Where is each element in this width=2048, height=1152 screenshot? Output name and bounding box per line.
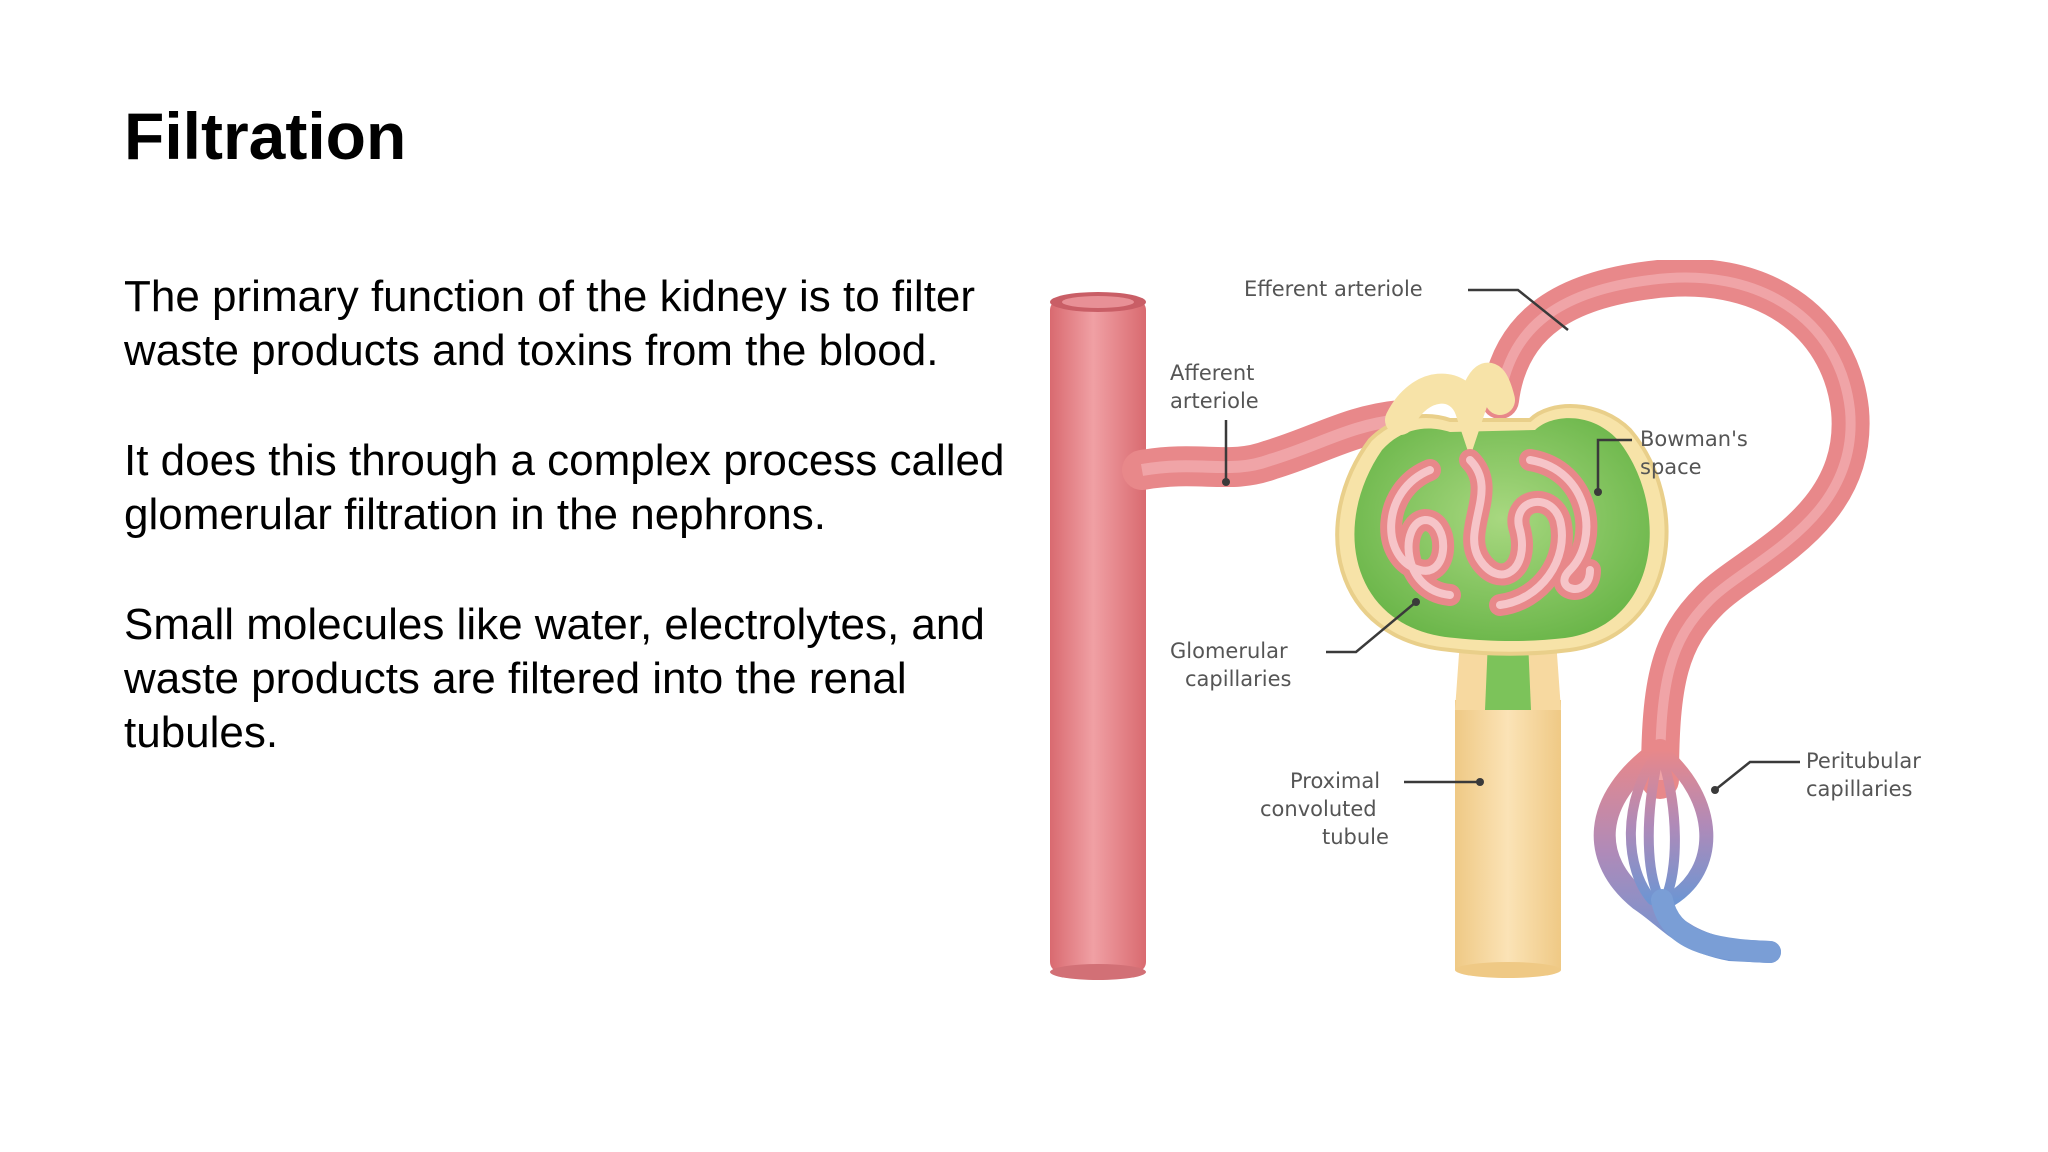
label-glomerular-capillaries-line1: Glomerular	[1170, 639, 1288, 663]
label-afferent-arteriole-line1: Afferent	[1170, 361, 1254, 385]
label-afferent-arteriole-line2: arteriole	[1170, 389, 1259, 413]
glomerular-tuft	[1380, 449, 1601, 616]
label-glomerular-capillaries-line2: capillaries	[1185, 667, 1291, 691]
label-bowmans-space-line2: space	[1640, 455, 1702, 479]
paragraph-kidney-function: The primary function of the kidney is to…	[124, 272, 976, 375]
paragraph-small-molecules: Small molecules like water, electrolytes…	[124, 600, 985, 757]
label-proximal-line1: Proximal	[1290, 769, 1380, 793]
label-efferent-arteriole: Efferent arteriole	[1244, 277, 1423, 301]
proximal-tubule	[1455, 700, 1561, 978]
label-peritubular-line2: capillaries	[1806, 777, 1912, 801]
slide-title: Filtration	[124, 99, 407, 173]
renal-artery	[1050, 292, 1146, 980]
paragraph-glomerular-process: It does this through a complex process c…	[124, 436, 1005, 539]
peritubular-capillaries	[1593, 739, 1781, 963]
nephron-illustration: Efferent arteriole Afferent arteriole Bo…	[1050, 260, 1921, 980]
label-proximal-line3: tubule	[1322, 825, 1389, 849]
label-bowmans-space-line1: Bowman's	[1640, 427, 1748, 451]
label-proximal-line2: convoluted	[1260, 797, 1377, 821]
label-peritubular-line1: Peritubular	[1806, 749, 1921, 773]
body-text: The primary function of the kidney is to…	[124, 270, 1024, 816]
nephron-diagram: Efferent arteriole Afferent arteriole Bo…	[1030, 260, 1960, 980]
